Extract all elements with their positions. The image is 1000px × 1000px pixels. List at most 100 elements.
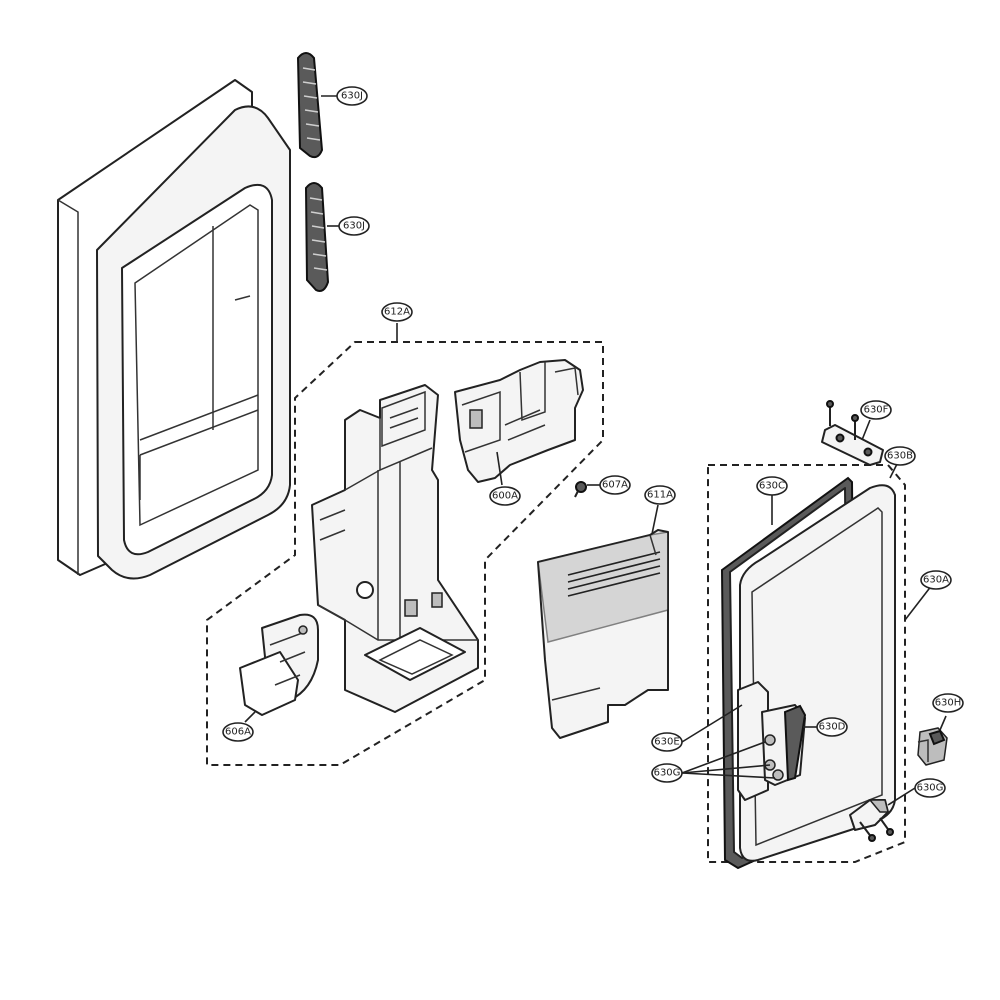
callout-630E-label: 630E	[654, 737, 679, 748]
group-boundary-630A	[707, 464, 906, 863]
callout-630A: 630A	[920, 570, 952, 590]
motor-connector	[469, 409, 483, 429]
group-boundary-612A	[206, 341, 604, 766]
leader-600A	[496, 451, 503, 486]
top-hinge-630F	[821, 400, 884, 466]
housing-hole	[356, 581, 374, 599]
housing-switch	[404, 599, 418, 617]
callout-630J-top-label: 630J	[341, 91, 363, 102]
cover-vents	[567, 551, 661, 597]
lever-body	[239, 651, 299, 716]
callout-630F-label: 630F	[864, 405, 889, 416]
leader-630E	[681, 704, 743, 743]
leader-630G-c	[681, 772, 776, 779]
callout-606A-oval	[222, 722, 254, 742]
leader-606A	[244, 711, 256, 723]
bottom-hinge-flange	[868, 799, 889, 813]
trim-strip-top-ribs	[302, 67, 321, 141]
callout-630C: 630C	[756, 476, 788, 496]
callout-611A-label: 611A	[647, 490, 673, 501]
callout-611A: 611A	[644, 485, 676, 505]
leader-630G-a	[681, 741, 766, 774]
motor-bracket	[554, 367, 579, 396]
top-hinge-hole-a	[835, 433, 845, 443]
hinge-pin-top	[764, 734, 776, 746]
callout-630F-oval	[860, 400, 892, 420]
lever-pivot	[298, 625, 308, 635]
top-hinge-plate	[821, 424, 884, 466]
callout-630G-left: 630G	[651, 763, 683, 783]
leader-630G-b	[681, 764, 771, 774]
hinge-plate-630E	[737, 681, 769, 801]
recess-shelf-bottom	[139, 409, 259, 456]
callout-630E-oval	[651, 732, 683, 752]
motor-gear-housing	[519, 362, 546, 422]
motor-assembly-600A	[454, 359, 584, 483]
lever-ribs	[269, 631, 306, 686]
motor-body	[454, 359, 584, 483]
trim-strip-top	[296, 52, 324, 159]
latch-edge	[917, 739, 929, 762]
trim-strip-bottom	[304, 182, 330, 292]
callout-630C-oval	[756, 476, 788, 496]
callout-630G-right-oval	[914, 778, 946, 798]
leader-630H	[939, 715, 947, 731]
callout-630B-oval	[884, 446, 916, 466]
screw-bottom-b-head	[886, 828, 894, 836]
top-hinge-hole-b	[863, 447, 873, 457]
hinge-arm	[783, 704, 807, 782]
callout-630J-top-oval	[336, 86, 368, 106]
housing-edge-b	[379, 447, 433, 471]
screw-bottom-a-head	[868, 834, 876, 842]
leader-630G-right	[887, 787, 916, 806]
callout-630G-right: 630G	[914, 778, 946, 798]
callout-600A-oval	[489, 486, 521, 506]
callout-630J-bottom: 630J	[338, 216, 370, 236]
trim-strip-bottom-ribs	[309, 197, 328, 271]
callout-630J-bottom-label: 630J	[343, 221, 365, 232]
housing-slots	[389, 407, 419, 429]
housing-body	[311, 384, 479, 713]
callout-611A-oval	[644, 485, 676, 505]
door-panel-face	[751, 507, 883, 847]
recess-shelf-top	[139, 394, 259, 441]
housing-top-panel	[381, 390, 426, 448]
trim-strip-top-body	[296, 52, 324, 159]
callout-630H: 630H	[932, 693, 964, 713]
screw-607A	[574, 481, 587, 498]
callout-607A-label: 607A	[602, 480, 628, 491]
motor-ribs	[504, 409, 546, 441]
callout-630G-left-label: 630G	[654, 768, 681, 779]
callout-612A-oval	[381, 302, 413, 322]
callout-630G-right-label: 630G	[917, 783, 944, 794]
cover-tab	[649, 534, 657, 556]
callout-630J-bottom-oval	[338, 216, 370, 236]
callout-630H-label: 630H	[935, 698, 962, 709]
screw-head	[575, 481, 587, 493]
housing-tray	[364, 627, 466, 681]
cover-bottom-line	[551, 687, 601, 701]
callout-630J-top: 630J	[336, 86, 368, 106]
callout-630B: 630B	[884, 446, 916, 466]
latch-top	[928, 729, 946, 746]
housing-tray-inner	[378, 639, 454, 675]
recess-detail	[234, 295, 251, 301]
callout-607A: 607A	[599, 475, 631, 495]
housing-tab	[431, 592, 443, 608]
callout-600A: 600A	[489, 486, 521, 506]
hinge-screw	[772, 769, 784, 781]
callout-607A-oval	[599, 475, 631, 495]
dispenser-recess	[121, 184, 273, 556]
callout-630D: 630D	[816, 717, 848, 737]
screw-top-b-head	[851, 414, 859, 422]
callout-612A: 612A	[381, 302, 413, 322]
callout-630E: 630E	[651, 732, 683, 752]
bottom-hinge-630G	[849, 799, 894, 842]
callout-612A-label: 612A	[384, 307, 410, 318]
refrigerator-door-assembly	[57, 79, 291, 580]
screw-top-a-head	[826, 400, 834, 408]
motor-face	[461, 390, 501, 453]
callout-630B-label: 630B	[887, 451, 913, 462]
housing-side-ribs	[319, 509, 346, 541]
